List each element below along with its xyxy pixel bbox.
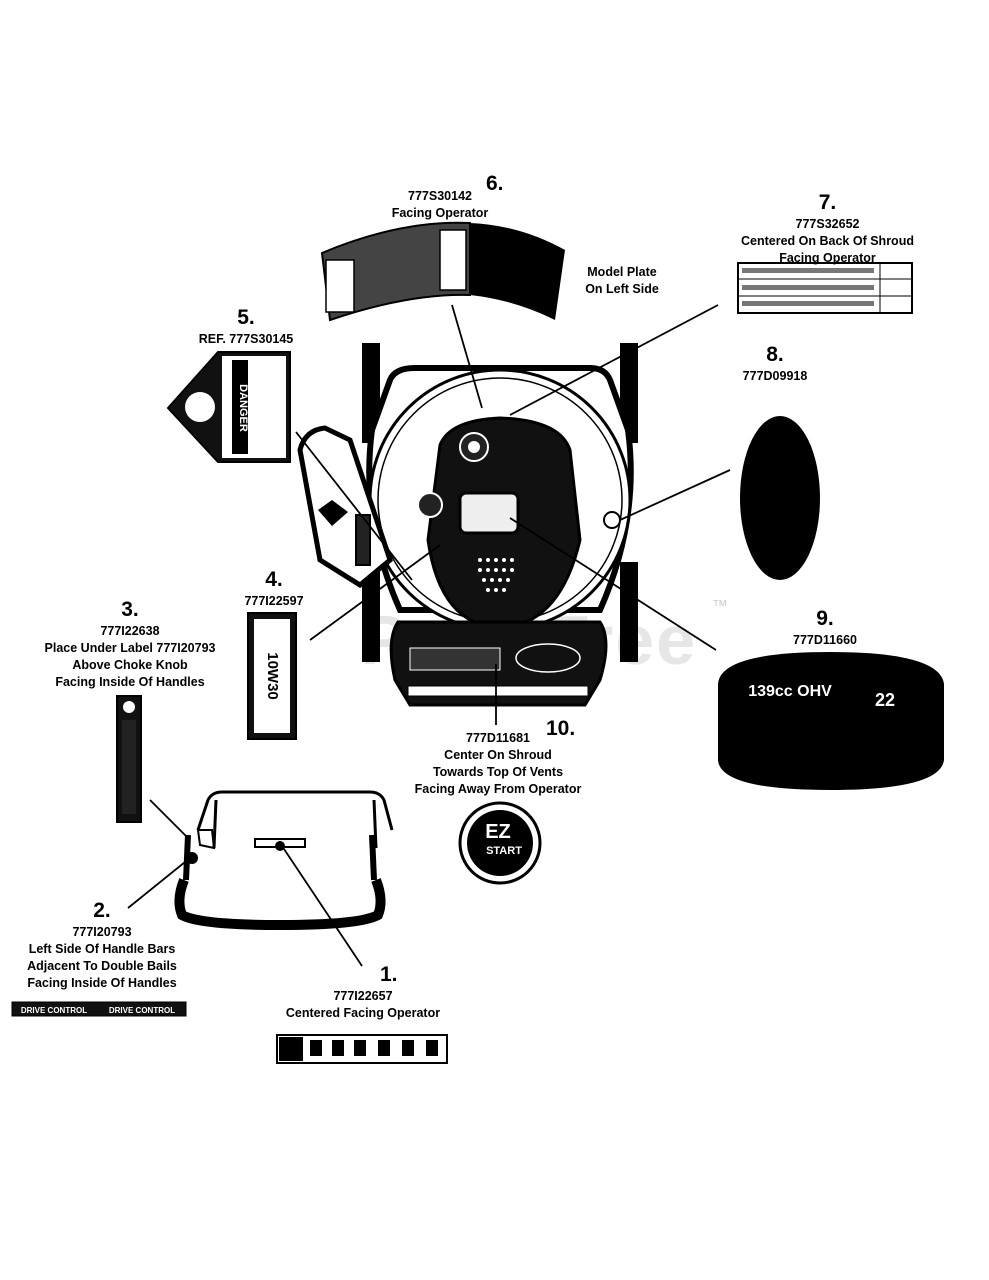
callout-2: 2. 777I20793 Left Side Of Handle Bars Ad… bbox=[2, 898, 202, 992]
decal-2-text-a: DRIVE CONTROL bbox=[21, 1006, 87, 1015]
handle-bail bbox=[174, 878, 386, 931]
callout-6: 6. 777S30142 Facing Operator bbox=[360, 172, 520, 222]
decal-1-icons bbox=[310, 1040, 438, 1056]
leader-lines bbox=[127, 281, 731, 967]
callout-5-part: REF. 777S30145 bbox=[198, 332, 294, 346]
ez-start-bottom: START bbox=[486, 845, 522, 857]
callout-3-part: 777I22638 bbox=[100, 624, 160, 638]
decal-2-text-b: DRIVE CONTROL bbox=[109, 1006, 175, 1015]
decal-4-oil-text: 10W30 bbox=[264, 652, 281, 700]
callout-6-part: 777S30142 bbox=[408, 189, 472, 203]
callout-6-number: 6. bbox=[486, 172, 504, 195]
callout-4-number: 4. bbox=[265, 568, 283, 591]
callout-10-line-3: Facing Away From Operator bbox=[414, 782, 582, 796]
engine-window bbox=[458, 491, 520, 535]
decal-9 bbox=[718, 652, 944, 790]
shroud-vents bbox=[478, 558, 514, 592]
model-plate-note: Model Plate On Left Side bbox=[572, 264, 672, 298]
callout-1-part: 777I22657 bbox=[333, 989, 393, 1003]
callout-2-line-1: Left Side Of Handle Bars bbox=[28, 942, 176, 956]
callout-2-number: 2. bbox=[93, 899, 111, 922]
callout-2-part: 777I20793 bbox=[72, 925, 132, 939]
callout-1-number: 1. bbox=[380, 963, 398, 986]
callout-1-line-1: Centered Facing Operator bbox=[285, 1006, 441, 1020]
callout-7-part: 777S32652 bbox=[795, 217, 860, 231]
callout-6-line-1: Facing Operator bbox=[391, 206, 489, 220]
ez-start-top: EZ bbox=[485, 821, 511, 843]
decal-10-plate bbox=[515, 643, 581, 673]
model-plate-line-2: On Left Side bbox=[585, 282, 659, 296]
model-plate-line-1: Model Plate bbox=[587, 265, 657, 279]
callout-10: 10. 777D11681 Center On Shroud Towards T… bbox=[398, 717, 598, 798]
callout-7-number: 7. bbox=[818, 191, 837, 214]
callout-3: 3. 777I22638 Place Under Label 777I20793… bbox=[30, 597, 230, 691]
callout-7-line-2: Facing Operator bbox=[779, 251, 876, 265]
decal-2 bbox=[11, 1001, 187, 1017]
callout-10-line-2: Towards Top Of Vents bbox=[432, 765, 564, 779]
decal-8-marker bbox=[603, 511, 621, 529]
decal-9-torque: 22 bbox=[875, 690, 895, 710]
callout-8: 8. 777D09918 bbox=[725, 342, 825, 385]
callout-7-line-1: Centered On Back Of Shroud bbox=[741, 234, 914, 248]
right-front-wheel bbox=[620, 562, 638, 662]
decal-5-danger-word: DANGER bbox=[237, 384, 249, 432]
callout-10-part: 777D11681 bbox=[466, 731, 530, 745]
callout-8-number: 8. bbox=[766, 343, 784, 366]
decal-9-engine-size: 139cc OHV bbox=[748, 683, 832, 700]
callout-3-line-2: Above Choke Knob bbox=[72, 658, 188, 672]
callout-3-line-1: Place Under Label 777I20793 bbox=[44, 641, 216, 655]
left-front-wheel bbox=[362, 562, 380, 662]
callout-5-number: 5. bbox=[237, 306, 255, 329]
callout-9-part: 777D11660 bbox=[793, 633, 857, 647]
callout-3-number: 3. bbox=[121, 598, 139, 621]
callout-5: 5. REF. 777S30145 bbox=[176, 305, 316, 348]
callout-4: 4. 777I22597 bbox=[228, 567, 320, 610]
mower-handle bbox=[196, 790, 394, 831]
callout-10-line-1: Center On Shroud bbox=[444, 748, 552, 762]
decal-8 bbox=[740, 416, 820, 580]
callout-8-part: 777D09918 bbox=[742, 369, 808, 383]
callout-3-line-3: Facing Inside Of Handles bbox=[55, 675, 205, 689]
callout-10-number: 10. bbox=[546, 717, 576, 740]
trademark-symbol: ™ bbox=[712, 598, 728, 615]
choke-knob bbox=[417, 492, 443, 518]
callout-9: 9. 777D11660 bbox=[770, 606, 880, 649]
callout-9-number: 9. bbox=[816, 607, 834, 630]
callout-2-line-3: Facing Inside Of Handles bbox=[27, 976, 177, 990]
callout-2-line-2: Adjacent To Double Bails bbox=[27, 959, 177, 973]
callout-7: 7. 777S32652 Centered On Back Of Shroud … bbox=[730, 190, 925, 267]
callout-1: 1. 777I22657 Centered Facing Operator bbox=[268, 962, 458, 1022]
callout-4-part: 777I22597 bbox=[244, 594, 304, 608]
